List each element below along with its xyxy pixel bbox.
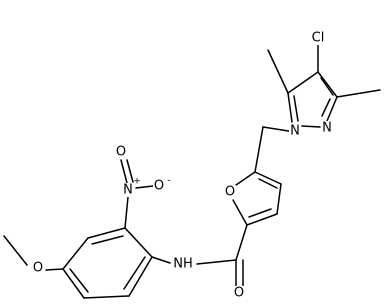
bond-ring-c4-methoxy-o [45,268,64,271]
bond-furan-c4-c3 [276,183,282,215]
amide-nh-label-bg [171,257,195,271]
bond-furan-c2-carbonyl-c [235,224,248,261]
pyrazole-n1-label-bg [289,124,301,138]
bond-furan-c5-c4 [254,171,282,185]
amide-nh-label: NH [173,257,193,272]
nitro-nitrogen-charge: + [133,177,141,187]
furan-oxygen-label: O [225,185,235,200]
bond-ring-c5-c6 [83,295,130,299]
bond-ch2-furan-c5 [254,126,264,173]
bond-nitro-n-o-top [120,159,128,184]
amide-oxygen-label: O [234,286,244,301]
bond-ring-c1-c2 [124,227,153,258]
bond-ring-c4-c5-double [69,268,89,293]
methoxy-oxygen-label-bg [31,261,45,275]
bond-pyrazole-c4-c3 [317,71,338,98]
cl-label-bg [309,31,327,45]
pyrazole-n1-label: N [290,124,300,139]
bond-furan-c2-o [232,199,248,226]
bond-carbonyl-c-nh [196,259,237,265]
bond-nitro-n-o-top-double [126,159,134,183]
furan-oxygen-label-bg [224,185,236,199]
nitro-o-top-label-bg [115,145,127,159]
pyrazole-n2-label: N [322,121,332,136]
bond-pyrazole-n1-n2 [301,125,321,128]
bond-ring-c2-c3 [87,227,126,239]
bond-methoxy-o-methyl [3,235,28,266]
bond-ring-c2-c3-double [91,235,124,245]
nitro-o-right-label-bg [153,179,165,193]
bond-ring-c3-c4 [62,237,89,270]
nitro-nitrogen-label: N [123,183,133,198]
bond-nh-ring-c1 [151,256,171,264]
bond-pyrazole-n2-c3 [326,96,338,122]
bond-pyrazole-c4-c5 [287,71,319,94]
bond-pyrazole-c4-c3-double [320,77,334,96]
amide-oxygen-label-bg [233,286,245,300]
bond-furan-o-c5 [235,171,256,186]
bond-c5-methyl [267,49,289,94]
bond-pyrazole-c5-n1 [287,92,293,123]
methoxy-oxygen-label: O [33,261,43,276]
bond-ring-c4-c5 [62,268,85,299]
bond-ring-c6-c1 [128,256,153,297]
atom-label-layer: Cl N N O NH O N + O O - O [31,31,333,301]
pyrazole-n2-label-bg [321,121,333,135]
bond-ring-c2-nitro-n [124,196,129,229]
chlorine-atom-label: Cl [312,31,325,46]
bond-furan-c5-c4-double [258,178,278,189]
bond-pyrazole-c5-n1-double [293,95,299,122]
nitro-oxygen-top-label: O [116,145,126,160]
bond-nitro-n-o-right [135,185,154,189]
bond-c3-methyl [336,89,381,98]
bond-ring-c6-c1-double [123,256,146,290]
bond-furan-c3-c2-double [248,208,272,218]
nitro-oxygen-charge: - [167,176,170,186]
bond-furan-c3-c2 [246,213,278,226]
nitro-n-label-bg [122,183,134,197]
nitro-oxygen-right-label: O [154,179,164,194]
bond-pyrazole-n2-c3-double [321,98,331,117]
